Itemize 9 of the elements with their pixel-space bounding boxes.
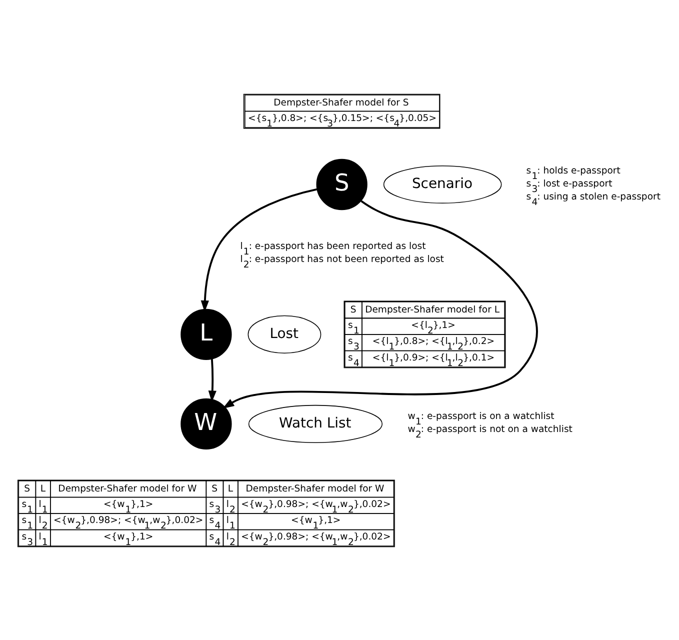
label: Dempster-Shafer model for S [274,97,409,108]
label: S [24,482,30,494]
label: S [212,482,218,494]
label: L [40,482,46,494]
label: S [350,304,356,315]
label: L [228,482,234,494]
label: Dempster-Shafer model for L [365,304,500,315]
label: Dempster-Shafer model for W [58,482,197,494]
label: Dempster-Shafer model for W [246,482,384,494]
